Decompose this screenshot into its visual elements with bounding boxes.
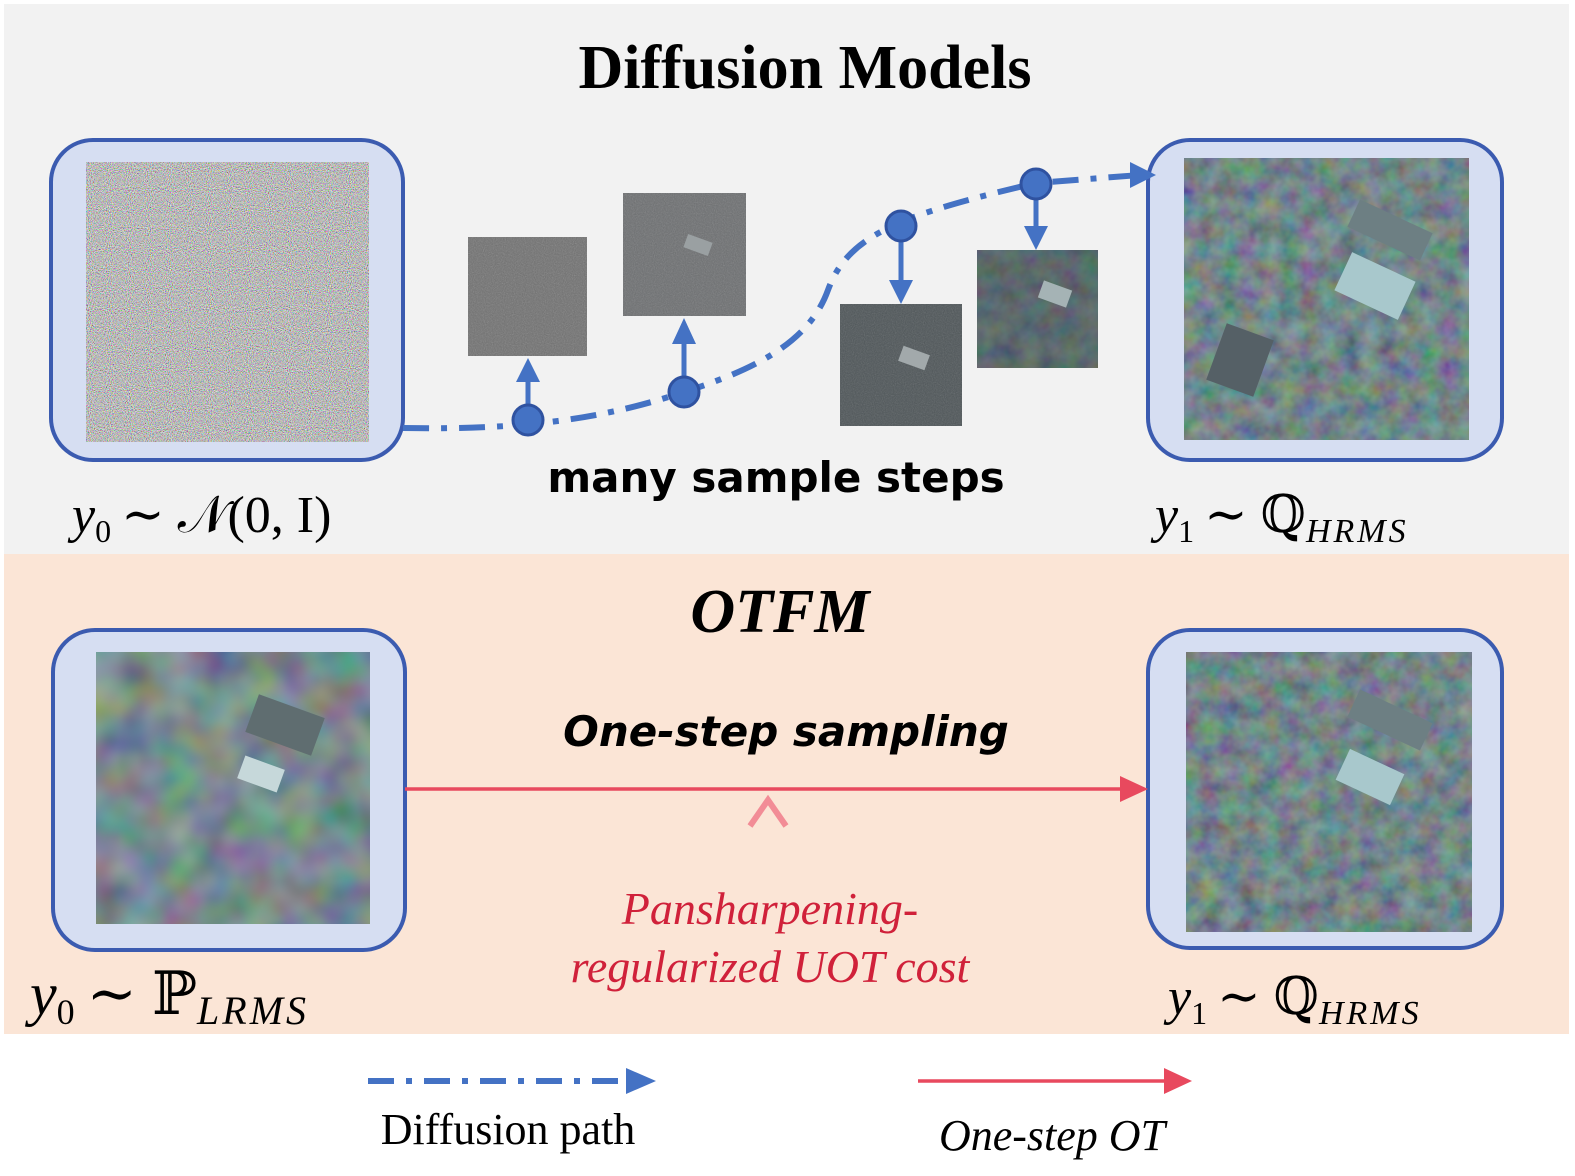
target-hrms-box-top — [1146, 138, 1504, 462]
sample-point-4 — [1019, 167, 1053, 250]
sample-point-2 — [667, 318, 701, 409]
lrms-image — [96, 652, 370, 924]
hrms-image-top — [1184, 158, 1469, 440]
sample-point-1 — [511, 358, 545, 437]
legend-diffusion-arrowhead — [626, 1068, 656, 1094]
hrms-image-bottom — [1186, 652, 1472, 932]
source-noise-box — [49, 138, 405, 462]
legend-ot-arrowhead — [1164, 1068, 1192, 1094]
diffusion-path-arrowhead — [1130, 162, 1156, 188]
noise-image — [86, 162, 369, 442]
legend: Diffusion path One-step OT — [368, 1068, 1192, 1160]
hrms-building-top — [1206, 199, 1433, 397]
target-hrms-formula-top: y1∼ ℚHRMS — [1150, 487, 1409, 550]
target-hrms-formula-bottom: y1∼ ℚHRMS — [1163, 969, 1422, 1032]
source-noise-formula: y0∼ 𝒩(0, I) — [67, 487, 331, 549]
legend-ot-label: One-step OT — [939, 1111, 1169, 1160]
many-sample-steps-label: many sample steps — [547, 453, 1004, 502]
top-panel-title: Diffusion Models — [579, 34, 1032, 102]
source-lrms-box — [51, 628, 407, 952]
one-step-ot-arrowhead — [1120, 776, 1148, 802]
sample-point-3 — [884, 209, 918, 304]
legend-diffusion-label: Diffusion path — [381, 1105, 636, 1154]
uot-cost-line-1: Pansharpening- — [621, 883, 918, 934]
uot-cost-line-2: regularized UOT cost — [571, 941, 971, 992]
source-lrms-formula: y0∼ ℙLRMS — [24, 961, 309, 1033]
one-step-sampling-label: One-step sampling — [563, 707, 1009, 756]
bottom-panel-title: OTFM — [690, 578, 871, 646]
cost-regularization-arrow — [747, 794, 789, 862]
target-hrms-box-bottom — [1146, 628, 1504, 950]
